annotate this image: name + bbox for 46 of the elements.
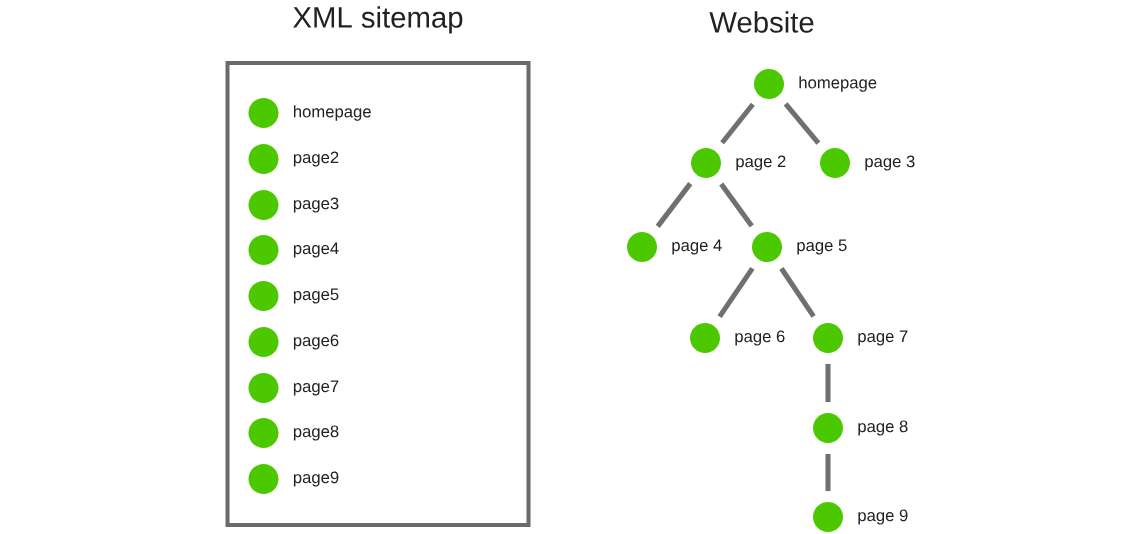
node-label: page 8 — [858, 420, 908, 436]
node-label: page 4 — [672, 239, 722, 255]
node-label: XML sitemap — [293, 6, 463, 34]
node-label: page6 — [293, 334, 339, 350]
node-label: page3 — [293, 197, 339, 213]
connector-line — [717, 267, 755, 318]
page-node: homepage — [754, 69, 877, 99]
node-label: homepage — [293, 105, 371, 121]
sitemap-entry: page5 — [248, 281, 339, 311]
page-node: page 6 — [690, 323, 785, 353]
node-label: page 9 — [858, 509, 908, 525]
connector-line — [783, 102, 821, 145]
heading: Website — [709, 11, 814, 33]
node-label: page4 — [293, 242, 339, 258]
sitemap-entry: homepage — [248, 98, 371, 128]
sitemap-entry: page2 — [248, 144, 339, 174]
connector-line — [719, 182, 754, 228]
node-label: page 7 — [858, 330, 908, 346]
connector-line — [825, 453, 831, 492]
node-label: page 5 — [797, 239, 847, 255]
sitemap-entry: page7 — [248, 373, 339, 403]
node-label: page7 — [293, 380, 339, 396]
sitemap-entry: page4 — [248, 235, 339, 265]
connector-line — [779, 267, 816, 318]
page-node: page 4 — [627, 232, 722, 262]
sitemap-entry: page9 — [248, 464, 339, 494]
page-node: page 3 — [820, 148, 915, 178]
node-label: page 3 — [865, 155, 915, 171]
node-label: page 2 — [736, 155, 786, 171]
page-node: page 8 — [813, 413, 908, 443]
node-label: page8 — [293, 425, 339, 441]
page-node: page 9 — [813, 502, 908, 532]
node-label: homepage — [799, 76, 877, 92]
node-label: page5 — [293, 288, 339, 304]
page-node: page 5 — [752, 232, 847, 262]
connector-line — [825, 363, 831, 403]
connector-line — [720, 102, 755, 145]
node-label: page 6 — [735, 330, 785, 346]
page-node: page 7 — [813, 323, 908, 353]
node-label: page9 — [293, 471, 339, 487]
connector-line — [655, 182, 693, 228]
node-label: page2 — [293, 151, 339, 167]
sitemap-entry: page8 — [248, 418, 339, 448]
sitemap-entry: page3 — [248, 190, 339, 220]
page-node: page 2 — [691, 148, 786, 178]
sitemap-entry: page6 — [248, 327, 339, 357]
